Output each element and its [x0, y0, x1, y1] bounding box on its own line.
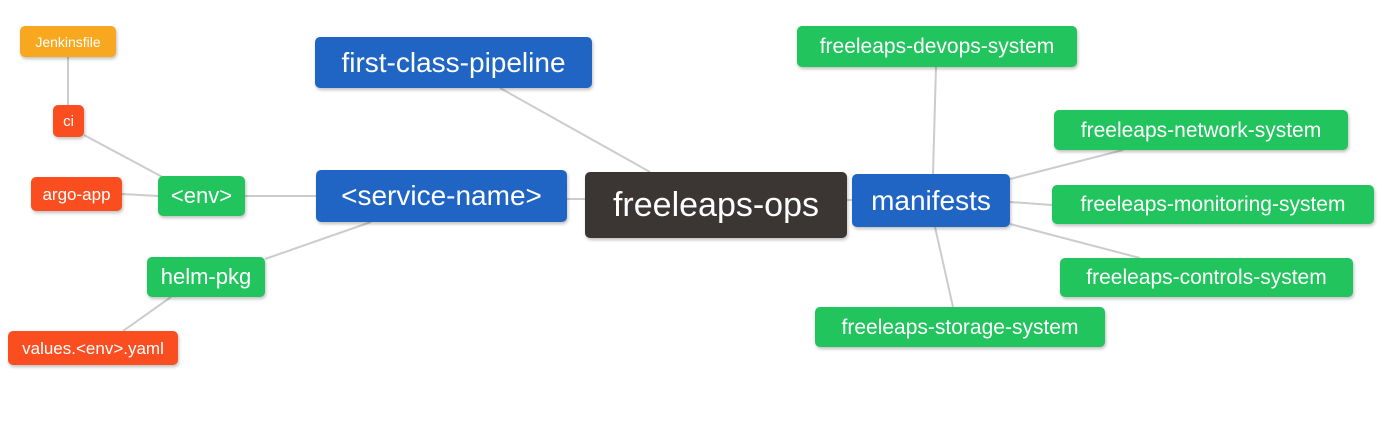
edge-manifests-controls [1009, 223, 1141, 259]
node-env[interactable]: <env> [158, 176, 245, 216]
node-service-name[interactable]: <service-name> [316, 170, 567, 222]
node-freeleaps-storage-system[interactable]: freeleaps-storage-system [815, 307, 1105, 347]
node-values-env-yaml[interactable]: values.<env>.yaml [8, 331, 178, 365]
node-helm-pkg[interactable]: helm-pkg [147, 257, 265, 297]
edge-helm-pkg-service-name [264, 221, 372, 260]
node-freeleaps-controls-system[interactable]: freeleaps-controls-system [1060, 258, 1353, 297]
node-freeleaps-network-system[interactable]: freeleaps-network-system [1054, 110, 1348, 150]
edge-manifests-network [1009, 149, 1124, 180]
node-ci[interactable]: ci [53, 105, 84, 137]
edge-ci-env [83, 134, 169, 181]
edge-argo-app-env [121, 193, 159, 197]
node-argo-app[interactable]: argo-app [31, 177, 122, 211]
node-freeleaps-ops-root[interactable]: freeleaps-ops [585, 172, 847, 238]
edge-manifests-storage [934, 226, 954, 308]
node-first-class-pipeline[interactable]: first-class-pipeline [315, 37, 592, 88]
edge-manifests-monitoring [1009, 201, 1053, 206]
node-freeleaps-devops-system[interactable]: freeleaps-devops-system [797, 26, 1077, 67]
node-manifests[interactable]: manifests [852, 174, 1010, 227]
edge-pipeline-freeleaps-ops [499, 87, 651, 173]
node-jenkinsfile[interactable]: Jenkinsfile [20, 26, 116, 57]
edge-manifests-devops [932, 66, 937, 175]
node-freeleaps-monitoring-system[interactable]: freeleaps-monitoring-system [1052, 185, 1374, 224]
edge-values-yaml-helm-pkg [122, 296, 172, 332]
